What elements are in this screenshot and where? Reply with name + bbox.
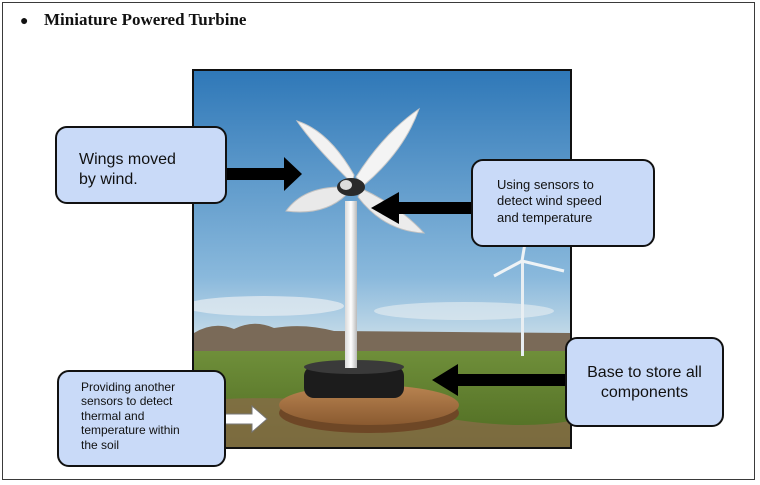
callout-line: components [600,384,689,401]
callout-line: Providing another [81,380,176,394]
callout-line: thermal and [81,408,145,423]
callout-sensors: Using sensors to detect wind speed and t… [471,159,655,247]
slide-title: ● Miniature Powered Turbine [20,10,246,30]
callout-soil: Providing another sensors to detect ther… [57,370,226,467]
callout-line: by wind. [79,171,138,188]
arrow-soil-icon [224,404,268,434]
callout-line: Using sensors to [497,177,594,192]
callout-wings: Wings moved by wind. [55,126,227,204]
title-text: Miniature Powered Turbine [44,10,247,29]
callout-line: temperature within [81,423,180,438]
callout-line: and temperature [497,209,593,225]
arrow-sensors-icon [371,192,473,224]
callout-line: sensors to detect [81,394,173,409]
callout-line: Wings moved [79,151,176,168]
bullet-icon: ● [20,14,29,29]
callout-base: Base to store all components [565,337,724,427]
arrow-base-icon [432,364,567,396]
callout-line: the soil [81,437,120,452]
callout-line: detect wind speed [497,193,602,209]
arrow-wings-icon [226,157,302,191]
callout-line: Base to store all [587,364,702,381]
